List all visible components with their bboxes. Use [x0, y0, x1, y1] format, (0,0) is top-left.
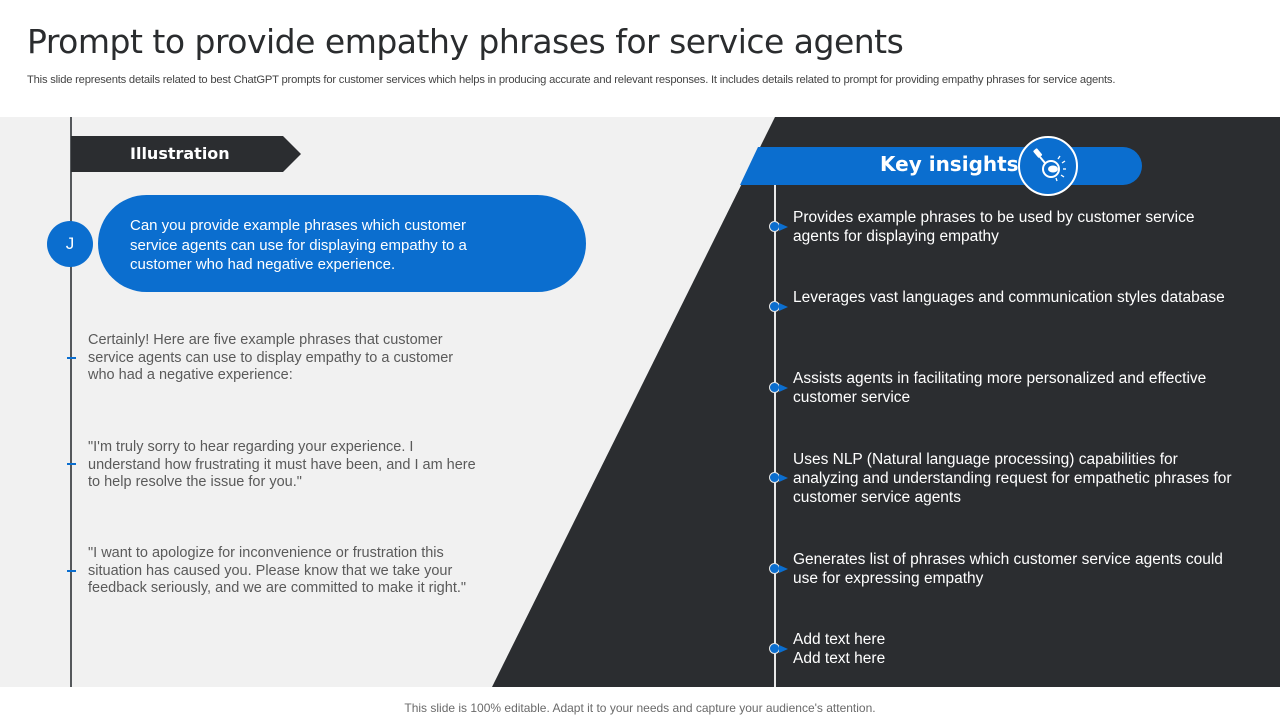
response-text: "I want to apologize for inconvenience o… [88, 545, 467, 596]
illustration-tag [71, 136, 301, 172]
page-subtitle: This slide represents details related to… [27, 74, 1116, 86]
left-timeline-line [70, 117, 72, 687]
insight-item: Leverages vast languages and communicati… [793, 289, 1225, 306]
insight-item: Generates list of phrases which customer… [793, 551, 1223, 587]
content-stage: Illustration J Can you provide example p… [0, 117, 1280, 687]
dark-diagonal-panel [492, 117, 1280, 687]
response-text: Certainly! Here are five example phrases… [88, 332, 454, 383]
lightbulb-magnifier-icon [1018, 136, 1078, 196]
timeline-arrow [779, 384, 788, 392]
timeline-arrow [779, 223, 788, 231]
key-insights-label: Key insights [880, 152, 1019, 176]
timeline-arrow [779, 645, 788, 653]
response-tick [67, 570, 76, 572]
insight-item: Assists agents in facilitating more pers… [793, 370, 1207, 406]
illustration-label: Illustration [130, 144, 230, 163]
insight-item: Uses NLP (Natural language processing) c… [793, 451, 1232, 506]
prompt-text: Can you provide example phrases which cu… [130, 217, 467, 273]
page-title: Prompt to provide empathy phrases for se… [27, 22, 904, 61]
timeline-arrow [779, 565, 788, 573]
prompt-bubble [98, 195, 586, 292]
insight-item: Add text here Add text here [793, 631, 886, 667]
timeline-arrow [779, 474, 788, 482]
response-tick [67, 357, 76, 359]
response-tick [67, 463, 76, 465]
right-timeline-line [774, 185, 776, 687]
response-text: "I'm truly sorry to hear regarding your … [88, 439, 476, 490]
footer-note: This slide is 100% editable. Adapt it to… [404, 701, 876, 715]
user-avatar: J [47, 221, 93, 267]
timeline-arrow [779, 303, 788, 311]
insight-item: Provides example phrases to be used by c… [793, 209, 1195, 245]
